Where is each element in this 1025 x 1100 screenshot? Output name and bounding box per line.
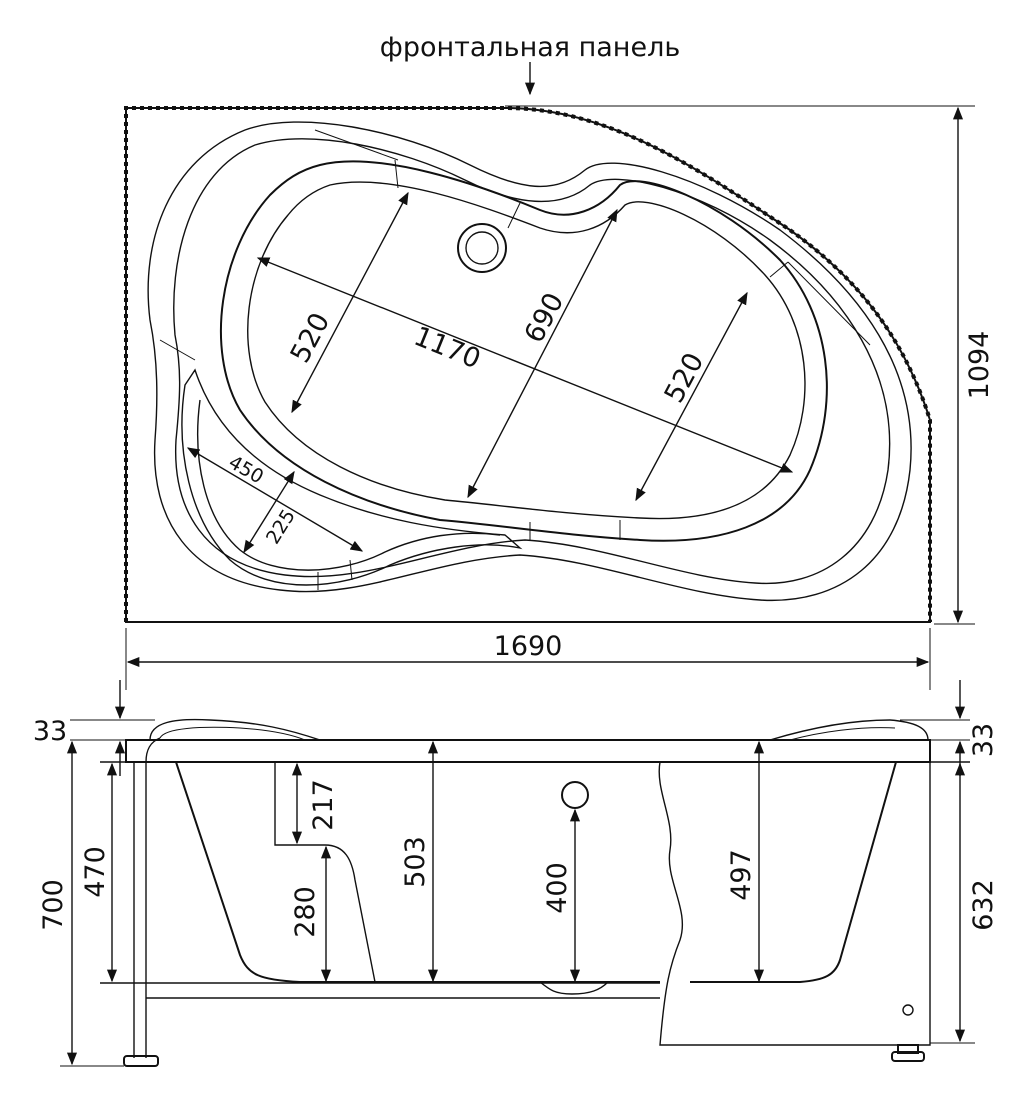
bowl-rim-inner (173, 138, 891, 585)
dim-line-1170 (256, 257, 794, 473)
overflow (561, 781, 589, 809)
dim-1170: 1170 (410, 321, 485, 375)
dim-line-225 (243, 470, 295, 554)
foot-right-base (891, 1051, 925, 1062)
headrest-left-inner (159, 726, 306, 741)
drain-bottom (539, 981, 609, 995)
corner-line-right (787, 261, 871, 346)
basin-divider-2 (507, 202, 521, 229)
dim-33-left: 33 (33, 716, 67, 747)
bath-body (175, 761, 660, 983)
seat-divider-2 (349, 559, 353, 581)
basin-divider-5 (769, 261, 789, 278)
drain-inner (465, 231, 499, 265)
bath-body-right (690, 761, 897, 983)
drain-outer (457, 223, 507, 273)
dim-497: 497 (726, 849, 757, 901)
dim-217: 217 (308, 779, 339, 831)
dim-503: 503 (400, 836, 431, 888)
seat-basin-inner (197, 399, 501, 571)
headrest-right (769, 719, 929, 741)
corner-line-seat (159, 339, 196, 361)
dim-520-left: 520 (285, 308, 337, 368)
dim-line-520-left (291, 191, 409, 414)
front-panel-cut (658, 761, 931, 1046)
dim-690: 690 (519, 288, 571, 348)
basin-inner (247, 181, 806, 520)
dim-632: 632 (968, 879, 999, 931)
dim-470: 470 (80, 846, 111, 898)
rim (125, 739, 931, 763)
leg-left-curve (145, 737, 161, 763)
top-view: 1170 520 690 520 450 225 1690 1094 (124, 105, 995, 690)
corner-line-left (314, 129, 399, 161)
dim-line-520-right (635, 291, 748, 502)
dim-400: 400 (542, 862, 573, 914)
headrest-right-inner (789, 727, 896, 741)
dim-280: 280 (290, 886, 321, 938)
dim-1690: 1690 (494, 631, 563, 662)
step (274, 762, 376, 983)
front-panel-label: фронтальная панель (380, 32, 681, 63)
headrest-left (149, 718, 321, 741)
bowl-rim-outer (147, 121, 912, 602)
dim-225: 225 (262, 506, 300, 548)
dim-700: 700 (38, 879, 69, 931)
dim-1094: 1094 (964, 331, 995, 400)
panel-screw (902, 1004, 914, 1016)
basin-divider-1 (394, 159, 399, 189)
seat-basin (181, 368, 523, 586)
dim-520-right: 520 (659, 348, 711, 408)
foot-left (123, 1055, 159, 1067)
dim-33-right: 33 (968, 723, 999, 757)
side-view: 33 33 700 470 217 280 503 400 497 632 (33, 680, 999, 1067)
dim-line-690 (467, 208, 618, 499)
